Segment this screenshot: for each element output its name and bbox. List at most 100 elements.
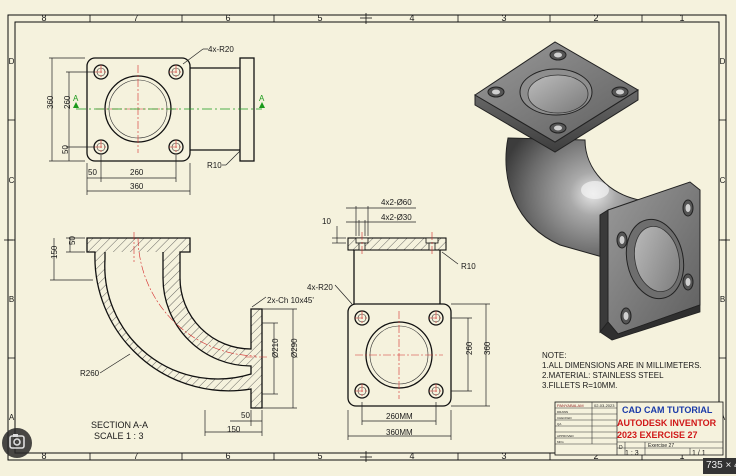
front-view-centerlines (355, 232, 443, 399)
top-view: A A 4x-R20 360 260 50 50 260 (46, 45, 265, 195)
iso-side-flange-edge (599, 209, 609, 334)
top-view-flange (86, 57, 191, 162)
col-label-6-bottom: 6 (225, 451, 230, 461)
row-label-d-right: D (720, 57, 726, 66)
dim-front-260-vertical: 260 (465, 341, 474, 355)
lens-icon (9, 434, 25, 449)
notes-line-3: 3.FILLETS R=10MM. (542, 381, 617, 390)
dim-section-50-horizontal: 50 (241, 411, 250, 420)
col-label-8-bottom: 8 (41, 451, 46, 461)
title-block-author: PANYABALAM (557, 403, 584, 408)
dim-section-d290: Ø290 (290, 338, 299, 358)
row-label-c-right: C (720, 176, 726, 185)
dim-top-360-horizontal: 360 (130, 182, 144, 191)
front-view-flange (347, 303, 452, 407)
title-block-sheet-number: 1 / 1 (692, 450, 706, 457)
dim-section-r260: R260 (80, 369, 100, 378)
title-block-row-checked: CHECKED (557, 416, 573, 420)
col-label-2: 2 (593, 13, 598, 23)
notes-title: NOTE: (542, 351, 566, 360)
notes-line-1: 1.ALL DIMENSIONS ARE IN MILLIMETERS. (542, 361, 702, 370)
row-label-b-right: B (720, 295, 725, 304)
section-dimension-lines (50, 237, 297, 436)
title-block-software: AUTODESK INVENTOR (617, 418, 717, 428)
section-view: 50 150 2x-Ch 10x45' Ø210 Ø290 R260 50 15… (50, 232, 314, 441)
front-view-dimension-lines (332, 206, 490, 440)
section-inner-contour (104, 252, 252, 380)
dim-front-10: 10 (322, 217, 331, 226)
col-label-4-bottom: 4 (409, 451, 414, 461)
col-label-3-bottom: 3 (501, 451, 506, 461)
image-size-badge: 735 × 4 (703, 458, 736, 474)
row-label-b: B (9, 295, 14, 304)
visual-search-button[interactable] (2, 428, 32, 458)
dim-front-360-vertical: 360 (483, 341, 492, 355)
zone-labels-left: D C B A (9, 57, 15, 422)
title-block-sheet-name: Exercise 27 (648, 443, 674, 449)
iso-top-bolt-holes (487, 49, 629, 134)
col-label-5: 5 (317, 13, 322, 23)
inner-frame (14, 21, 720, 454)
row-label-a: A (9, 413, 15, 422)
col-label-7-bottom: 7 (133, 451, 138, 461)
iso-side-flange-bottom (599, 304, 701, 341)
front-view: 4x2-Ø60 4x2-Ø30 10 R10 4x-R20 260 360 26… (307, 198, 492, 440)
col-label-6: 6 (225, 13, 230, 23)
section-letter-left: A (73, 94, 79, 103)
dim-top-360-vertical: 360 (46, 95, 55, 109)
dim-front-4x2-d30: 4x2-Ø30 (381, 213, 412, 222)
dim-top-260-horizontal: 260 (130, 168, 144, 177)
section-arrow-left (73, 102, 79, 108)
title-block: PANYABALAM 02-03-2023 DRAWN CHECKED QA A… (554, 401, 724, 457)
dim-section-d210: Ø210 (271, 338, 280, 358)
notes-line-2: 2.MATERIAL: STAINLESS STEEL (542, 371, 664, 380)
top-view-dimension-lines (49, 48, 241, 195)
section-letter-right: A (259, 94, 265, 103)
zone-labels-top: 8 7 6 5 4 3 2 1 (41, 13, 684, 23)
title-block-row-approved: APPROVED (557, 434, 575, 438)
isometric-view (474, 41, 701, 341)
title-block-date: 02-03-2023 (594, 403, 615, 408)
col-label-7: 7 (133, 13, 138, 23)
dim-top-r10: R10 (207, 161, 222, 170)
col-label-4: 4 (409, 13, 414, 23)
iso-side-bolt-holes (616, 199, 694, 325)
dim-front-260mm: 260MM (386, 412, 413, 421)
top-view-end-flange (239, 57, 255, 162)
dim-section-50-vertical: 50 (68, 236, 77, 245)
iso-top-bore (527, 74, 589, 114)
title-block-row-drawn: DRAWN (557, 410, 568, 414)
section-arrow-right (259, 102, 265, 108)
title-block-exercise: 2023 EXERCISE 27 (617, 430, 698, 440)
title-block-size: D (619, 445, 623, 451)
col-label-1-bottom: 1 (679, 451, 684, 461)
front-view-top-flange (347, 237, 447, 251)
dim-front-4x-r20: 4x-R20 (307, 283, 333, 292)
zone-labels-bottom: 8 7 6 5 4 3 2 1 (41, 451, 684, 461)
dim-section-150-horizontal: 150 (227, 425, 241, 434)
zone-ticks (4, 13, 730, 462)
col-label-8: 8 (41, 13, 46, 23)
dim-front-360mm: 360MM (386, 428, 413, 437)
title-block-tutorial: CAD CAM TUTORIAL (622, 405, 713, 415)
title-block-scale: 1 : 3 (625, 450, 639, 457)
outer-frame (7, 14, 727, 461)
dim-top-50-horizontal: 50 (88, 168, 97, 177)
dim-top-4x-r20: 4x-R20 (208, 45, 234, 54)
dim-section-chamfer: 2x-Ch 10x45' (267, 296, 314, 305)
col-label-5-bottom: 5 (317, 451, 322, 461)
row-label-c: C (9, 176, 15, 185)
title-block-row-qa: QA (557, 422, 561, 426)
dim-top-50-vertical: 50 (61, 145, 70, 154)
row-label-d: D (9, 57, 15, 66)
section-view-scale: SCALE 1 : 3 (94, 431, 144, 441)
top-view-pipe (190, 67, 240, 151)
section-outer-contour (86, 237, 263, 409)
iso-side-bore (634, 225, 680, 293)
general-notes: NOTE: 1.ALL DIMENSIONS ARE IN MILLIMETER… (542, 351, 702, 390)
dim-front-r10: R10 (461, 262, 476, 271)
dim-section-150-vertical: 150 (50, 245, 59, 259)
title-block-row-mfg: MFG (557, 440, 564, 444)
col-label-2-bottom: 2 (593, 451, 598, 461)
